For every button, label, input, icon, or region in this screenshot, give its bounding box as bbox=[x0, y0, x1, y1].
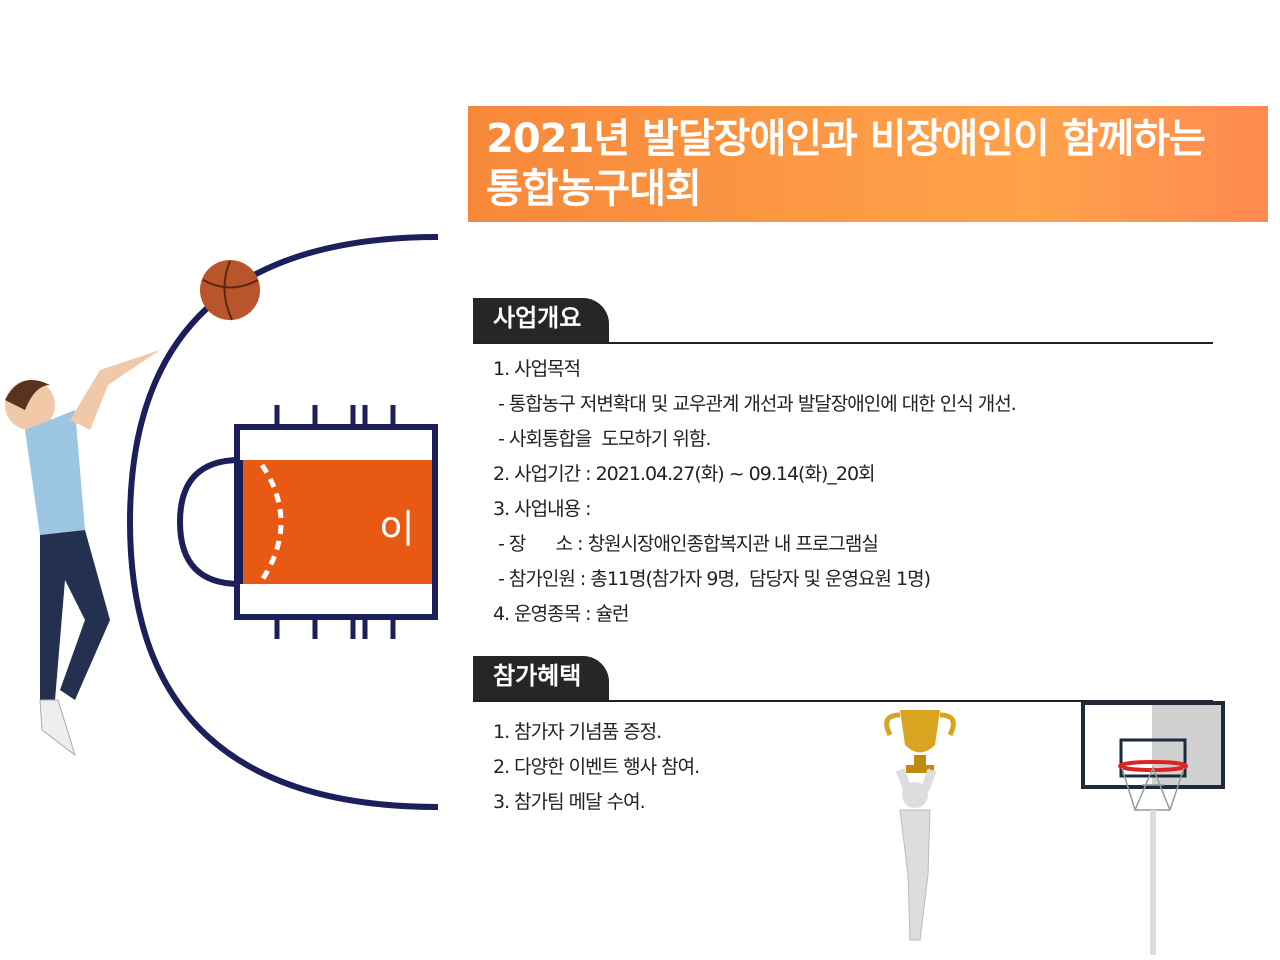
overview-list: 1. 사업목적 - 통합농구 저변확대 및 교우관계 개선과 발달장애인에 대한… bbox=[493, 352, 1017, 632]
benefits-list: 1. 참가자 기념품 증정. 2. 다양한 이벤트 행사 참여. 3. 참가팀 … bbox=[493, 715, 700, 820]
basketball-icon bbox=[200, 260, 260, 321]
list-item: - 참가인원 : 총11명(참가자 9명, 담당자 및 운영요원 1명) bbox=[493, 568, 931, 590]
list-item: 3. 사업내용 : bbox=[493, 498, 592, 520]
list-item: 3. 참가팀 메달 수여. bbox=[493, 791, 646, 813]
benefits-heading: 참가혜택 bbox=[473, 656, 609, 700]
trophy-figure-illustration bbox=[884, 710, 956, 941]
list-item: 1. 사업목적 bbox=[493, 358, 581, 380]
free-throw-arc bbox=[176, 457, 241, 587]
list-item: 2. 사업기간 : 2021.04.27(화) ~ 09.14(화)_20회 bbox=[493, 463, 876, 485]
overview-section-header: 사업개요 bbox=[473, 298, 1213, 344]
title-line-2: 통합농구대회 bbox=[486, 166, 702, 212]
list-item: - 통합농구 저변확대 및 교우관계 개선과 발달장애인에 대한 인식 개선. bbox=[493, 393, 1017, 415]
overview-heading: 사업개요 bbox=[473, 298, 609, 342]
svg-text:o|: o| bbox=[380, 505, 414, 546]
basketball-court-illustration: o| bbox=[5, 234, 439, 810]
three-point-arc bbox=[126, 234, 439, 810]
list-item: 2. 다양한 이벤트 행사 참여. bbox=[493, 756, 700, 778]
benefits-section-header: 참가혜택 bbox=[473, 656, 1213, 702]
list-item: 1. 참가자 기념품 증정. bbox=[493, 721, 662, 743]
basketball-hoop-illustration bbox=[1081, 701, 1225, 955]
list-item: - 장 소 : 창원시장애인종합복지관 내 프로그램실 bbox=[493, 533, 879, 555]
list-item: - 사회통합을 도모하기 위함. bbox=[493, 428, 711, 450]
title-line-1: 2021년 발달장애인과 비장애인이 함께하는 bbox=[486, 116, 1206, 162]
player-illustration bbox=[5, 350, 160, 757]
list-item: 4. 운영종목 : 슐런 bbox=[493, 603, 630, 625]
